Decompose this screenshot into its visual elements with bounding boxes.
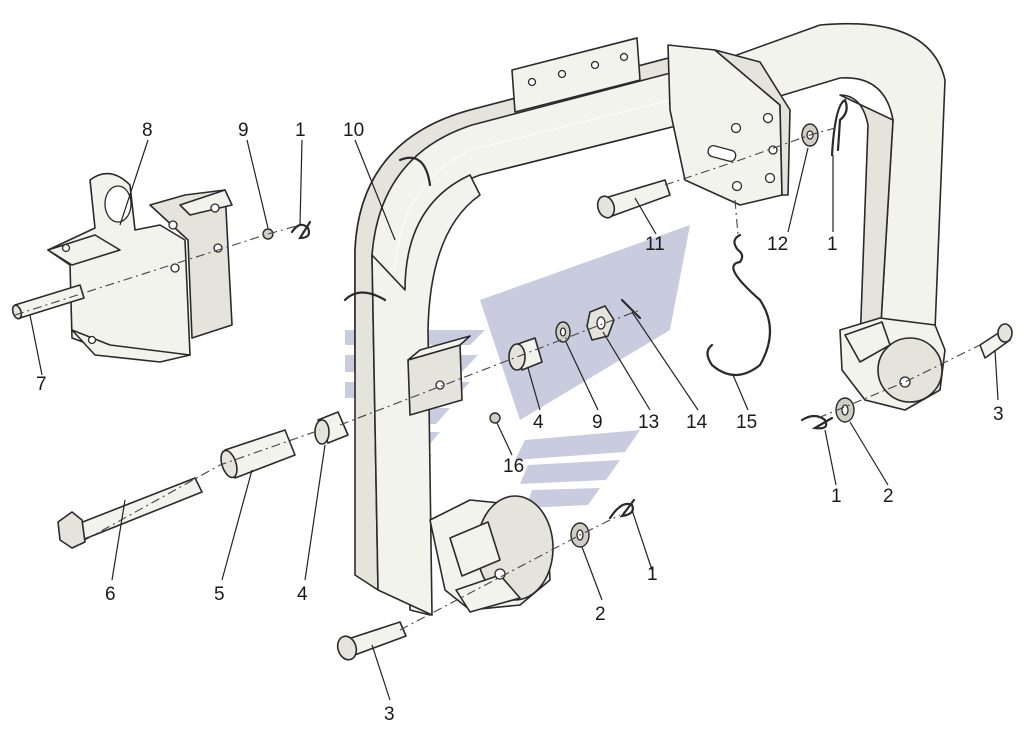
washer-9-upper [262, 228, 274, 240]
callout-1-lower: 1 [647, 564, 658, 585]
callout-1-upper: 1 [295, 120, 306, 141]
bolt-6 [57, 477, 203, 549]
clip-1-top [830, 98, 848, 157]
callout-3-right: 3 [993, 404, 1004, 425]
cotter-14 [620, 298, 642, 320]
callout-9-middle: 9 [592, 412, 603, 433]
callout-4-upper: 4 [533, 412, 544, 433]
callout-1-right: 1 [831, 486, 842, 507]
callout-2-right: 2 [883, 486, 894, 507]
callout-12: 12 [767, 234, 788, 255]
clip-1-upper [290, 220, 312, 240]
callout-1-top: 1 [827, 234, 838, 255]
callout-4-lower: 4 [297, 584, 308, 605]
clip-1-right [800, 414, 834, 430]
callout-16: 16 [503, 456, 524, 477]
bushing-4-upper [508, 337, 543, 371]
pin-11 [596, 179, 671, 219]
pin-3-lower [336, 621, 407, 661]
callout-3-lower: 3 [384, 704, 395, 725]
callout-labels: 8 9 1 10 7 11 12 1 4 9 13 14 15 16 3 1 2… [36, 120, 1004, 725]
leader-lines [29, 139, 999, 701]
bracket-assembly [47, 172, 233, 363]
nut-13 [586, 305, 615, 341]
fitting-16 [489, 412, 501, 424]
bushing-4-lower [314, 411, 349, 445]
callout-14: 14 [686, 412, 708, 433]
hook-15 [706, 233, 771, 377]
callout-6: 6 [105, 584, 116, 605]
callout-11: 11 [645, 234, 665, 255]
callout-5: 5 [214, 584, 225, 605]
callout-9-upper: 9 [238, 120, 249, 141]
callout-15: 15 [736, 412, 757, 433]
callout-10: 10 [343, 120, 364, 141]
callout-13: 13 [638, 412, 659, 433]
callout-7: 7 [36, 374, 47, 395]
main-arch-frame [343, 22, 946, 616]
pin-3-right [979, 323, 1013, 359]
sleeve-5 [220, 429, 296, 479]
callout-2-lower: 2 [595, 604, 606, 625]
axis-lines [14, 127, 981, 631]
clip-1-lower [608, 498, 636, 520]
callout-8: 8 [142, 120, 153, 141]
